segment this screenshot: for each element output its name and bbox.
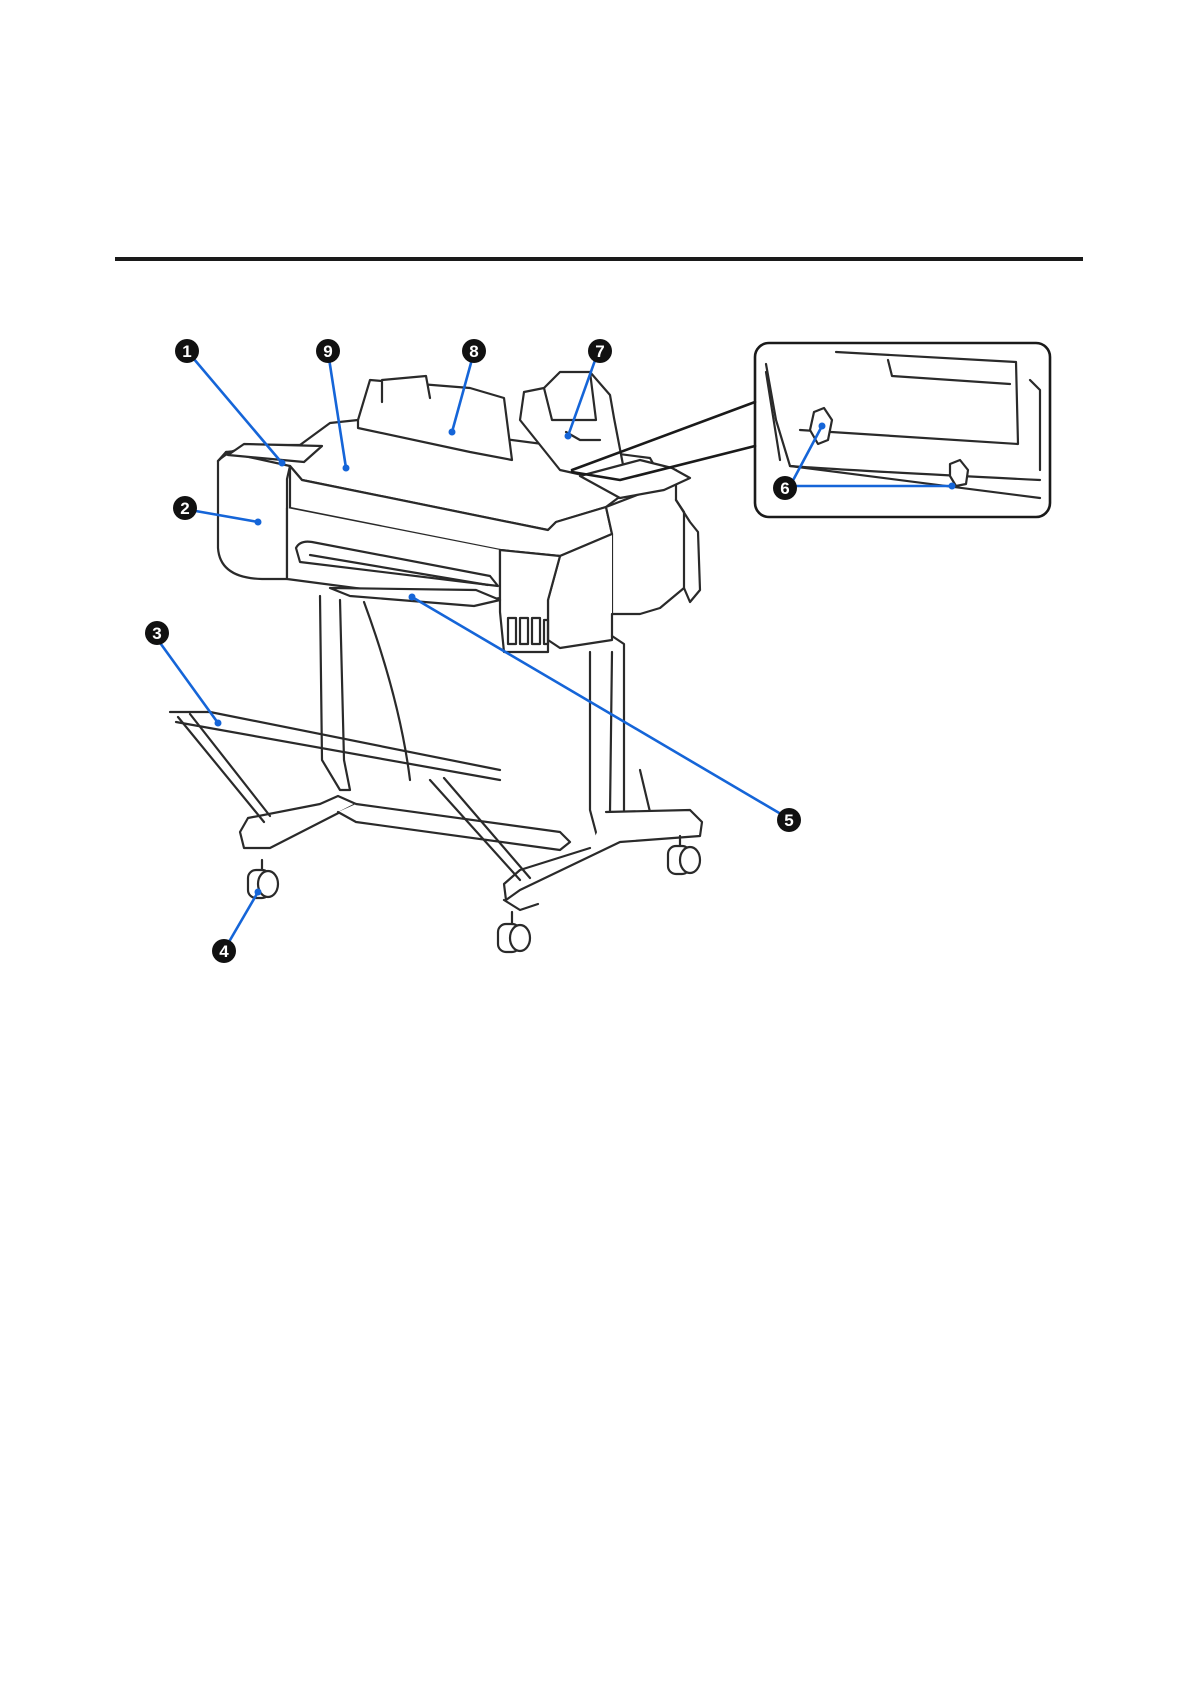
callout-6: 6: [773, 476, 797, 500]
callout-1-label: 1: [182, 342, 191, 361]
printer-illustration: [218, 372, 700, 652]
callout-7: 7: [588, 339, 612, 363]
leader-line-1: [188, 352, 282, 463]
callout-8: 8: [462, 339, 486, 363]
basket-arm-left: [178, 717, 264, 822]
stand-illustration: [170, 596, 702, 952]
caster-front-left: [248, 860, 278, 898]
callout-9: 9: [316, 339, 340, 363]
caster-front-right: [498, 912, 530, 952]
callout-5: 5: [777, 808, 801, 832]
stand-left-base: [240, 796, 356, 848]
leader-line-4: [226, 892, 258, 947]
callout-3-label: 3: [152, 624, 161, 643]
callout-8-label: 8: [469, 342, 478, 361]
callout-2-label: 2: [180, 499, 189, 518]
callout-4: 4: [212, 939, 236, 963]
callout-9-label: 9: [323, 342, 332, 361]
stand-left-leg: [320, 596, 350, 790]
callout-2: 2: [173, 496, 197, 520]
callout-7-label: 7: [595, 342, 604, 361]
callout-5-label: 5: [784, 811, 793, 830]
callout-4-label: 4: [219, 942, 229, 961]
leader-line-3: [158, 640, 218, 723]
callout-3: 3: [145, 621, 169, 645]
callout-1: 1: [175, 339, 199, 363]
caster-rear-right: [668, 836, 700, 874]
callout-6-label: 6: [780, 479, 789, 498]
